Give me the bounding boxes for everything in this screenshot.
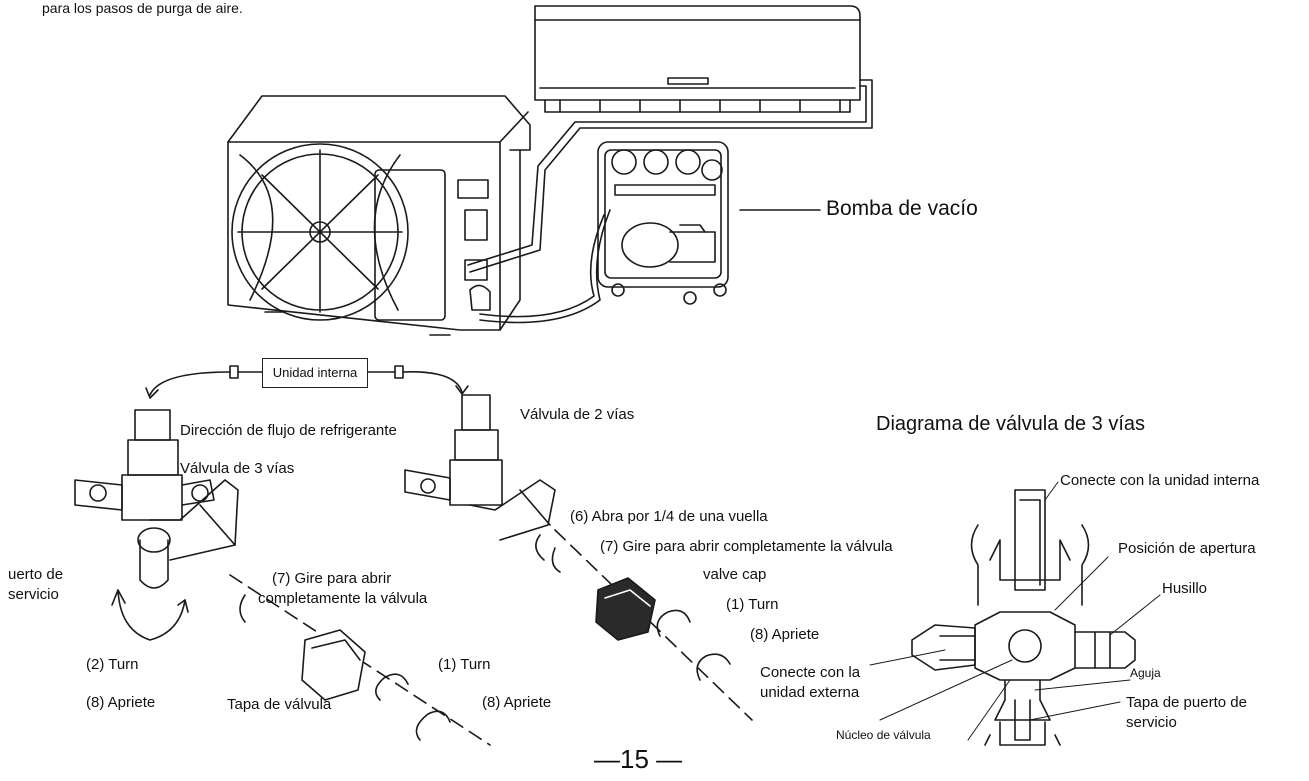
turn-2-label: (2) Turn xyxy=(86,656,139,673)
tighten-8-right-label: (8) Apriete xyxy=(750,626,820,643)
left-cap-assembly xyxy=(229,574,491,746)
flow-loop-icon xyxy=(145,365,469,399)
open-fully-left-line1: (7) Gire para abrir xyxy=(272,570,392,587)
turn-1-left-label: (1) Turn xyxy=(438,656,491,673)
right-cap-assembly xyxy=(535,529,753,721)
three-way-valve-icon xyxy=(74,409,239,641)
spindle-label: Husillo xyxy=(1162,580,1208,597)
outdoor-unit-icon xyxy=(227,95,531,336)
flow-direction-label: Dirección de flujo de refrigerante xyxy=(180,422,397,439)
turn-1-right-label: (1) Turn xyxy=(726,596,779,613)
valve-core-label: Núcleo de válvula xyxy=(836,728,931,742)
tighten-8a-label: (8) Apriete xyxy=(86,694,156,711)
indoor-unit-icon xyxy=(467,5,873,273)
connect-indoor-label: Conecte con la unidad interna xyxy=(1060,472,1260,489)
intro-text: para los pasos de purga de aire. xyxy=(42,0,243,16)
service-cap-label-line2: servicio xyxy=(1126,714,1177,731)
two-way-valve-icon xyxy=(404,394,556,541)
three-way-diagram-title: Diagrama de válvula de 3 vías xyxy=(876,413,1146,435)
needle-label: Aguja xyxy=(1130,666,1161,680)
tighten-8b-label: (8) Apriete xyxy=(482,694,552,711)
indoor-unit-box: Unidad interna xyxy=(262,358,368,388)
open-fully-right-label: (7) Gire para abrir completamente la vál… xyxy=(600,538,893,555)
valve-cap-es-label: Tapa de válvula xyxy=(227,696,332,713)
service-port-label-line2: servicio xyxy=(8,586,59,603)
vacuum-pump-label: Bomba de vacío xyxy=(826,197,978,220)
valve-cap-en-label: valve cap xyxy=(703,566,767,583)
vacuum-pump-icon xyxy=(479,141,729,324)
connect-outdoor-line1: Conecte con la xyxy=(760,664,861,681)
leader-lines xyxy=(869,481,1161,741)
three-way-valve-label: Válvula de 3 vías xyxy=(180,460,295,477)
connect-outdoor-line2: unidad externa xyxy=(760,684,860,701)
three-way-valve-section-icon xyxy=(911,489,1136,746)
service-cap-label-line1: Tapa de puerto de xyxy=(1126,694,1247,711)
open-position-label: Posición de apertura xyxy=(1118,540,1256,557)
service-port-label-line1: uerto de xyxy=(8,566,64,583)
two-way-valve-label: Válvula de 2 vías xyxy=(520,406,635,423)
open-fully-left-line2: completamente la válvula xyxy=(258,590,428,607)
page-number: —15 — xyxy=(594,744,683,774)
open-quarter-label: (6) Abra por 1/4 de una vuella xyxy=(570,508,768,525)
